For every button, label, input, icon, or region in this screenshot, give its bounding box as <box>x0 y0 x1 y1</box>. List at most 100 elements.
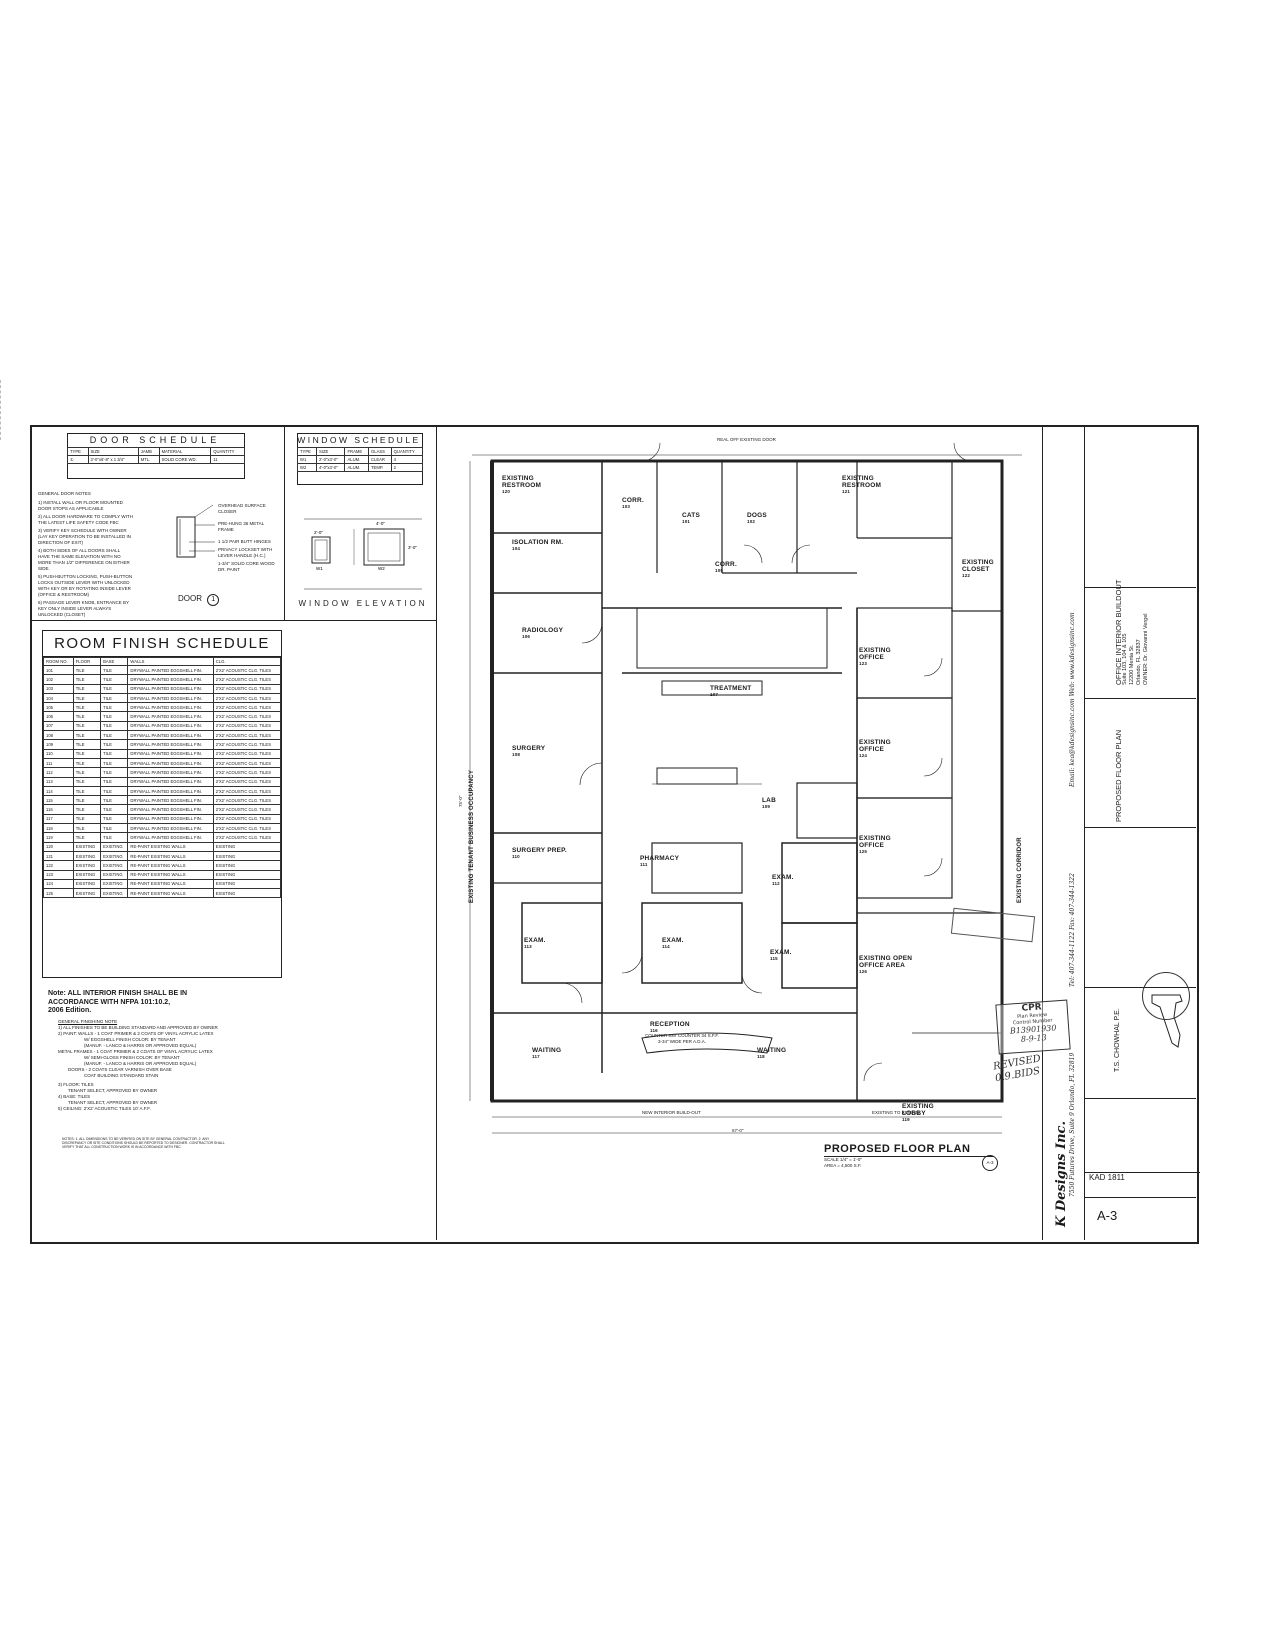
project-street: 12200 Menta St. <box>1129 644 1135 685</box>
cell: 2'X2' ACOUSTIC CLG. TILES <box>212 664 282 676</box>
cell: DRYWALL PAINTED EGGSHELL FIN. <box>127 664 214 676</box>
header-cell: QUANTITY <box>210 447 245 456</box>
cell: SOLID CORE WD. <box>158 455 212 464</box>
note-item: 3) FLOOR: TILES <box>58 1082 94 1087</box>
title-block: KAD 1811 A-3 <box>1084 427 1200 1240</box>
cell: RE-PAINT EXISTING WALLS <box>127 850 214 862</box>
room-label: EXAM.114 <box>662 937 684 950</box>
door-number-tag: 1 <box>207 594 220 606</box>
cell: 2 <box>390 463 424 472</box>
cell: TILE <box>100 674 129 685</box>
cell: 2'X2' ACOUSTIC CLG. TILES <box>212 804 282 815</box>
project-box <box>1085 587 1196 699</box>
room-number: 119 <box>902 1117 910 1122</box>
cell: DRYWALL PAINTED EGGSHELL FIN. <box>127 757 214 769</box>
room-name: EXISTING LOBBY <box>902 1103 934 1117</box>
cell: 112 <box>43 767 74 778</box>
table-row: ① 3'-0"x6'-8" x 1 3/4" MTL. SOLID CORE W… <box>67 455 245 464</box>
cell: EXISTING <box>100 878 129 890</box>
room-number: 115 <box>770 956 778 961</box>
plan-scale: SCALE 1/4" = 1'-0" <box>824 1157 862 1162</box>
cell: 107 <box>43 720 74 732</box>
note-line: ACCORDANCE WITH NFPA 101:10.2, <box>48 998 171 1006</box>
room-name: EXISTING RESTROOM <box>502 475 542 489</box>
notes-title: GENERAL FINISHING NOTE <box>58 1019 118 1024</box>
room-name: EXAM. <box>524 937 546 944</box>
cell: 118 <box>43 823 74 834</box>
note-item: 1) INSTALL WALL OR FLOOR MOUNTED DOOR ST… <box>38 500 123 511</box>
cell: RE-PAINT EXISTING WALLS <box>127 860 214 871</box>
callout: PRE-HUNG 36 METAL FRAME <box>218 521 265 532</box>
cell: 2'X2' ACOUSTIC CLG. TILES <box>212 702 282 713</box>
door-detail-drawing <box>176 504 215 558</box>
room-name: EXAM. <box>770 949 792 956</box>
room-name: EXAM. <box>772 874 794 881</box>
cell: TILE <box>72 795 102 806</box>
cell: 121 <box>43 850 74 862</box>
cell: TILE <box>72 711 102 722</box>
plan-title: PROPOSED FLOOR PLAN <box>824 1143 994 1157</box>
room-name: RADIOLOGY <box>522 627 564 634</box>
cell: TILE <box>72 767 102 778</box>
room-name: CORR. <box>622 497 644 504</box>
sheet-number-box: A-3 <box>1085 1197 1196 1238</box>
cell: TILE <box>100 823 129 834</box>
cell: EXISTING <box>212 878 282 890</box>
cell: DRYWALL PAINTED EGGSHELL FIN. <box>127 683 214 694</box>
cell: 2'X2' ACOUSTIC CLG. TILES <box>212 767 282 778</box>
room-label: EXAM.115 <box>770 949 792 962</box>
header-cell: TYPE <box>67 447 89 456</box>
cell: DRYWALL PAINTED EGGSHELL FIN. <box>127 804 214 815</box>
room-number: 106 <box>522 634 531 639</box>
door-detail-label: DOOR 1 <box>178 594 220 606</box>
window-schedule-panel <box>284 427 437 621</box>
cell: 105 <box>43 702 74 713</box>
cell: EXISTING <box>100 888 129 899</box>
cell: DRYWALL PAINTED EGGSHELL FIN. <box>127 674 214 685</box>
cell: EXISTING <box>100 850 129 862</box>
counter-note: COUNTER 8x8' COUNTER 34 S.F.F. 3-34" WID… <box>645 1033 719 1044</box>
cell: 101 <box>43 664 74 676</box>
cell: CLEAR <box>367 455 392 464</box>
note-item: 1) ALL FINISHES TO BE BUILDING STANDARD … <box>58 1025 218 1030</box>
callout: 1-3/4" SOLID CORE WOOD DR. PAINT <box>218 561 275 572</box>
cell: DRYWALL PAINTED EGGSHELL FIN. <box>127 720 214 732</box>
cell: DRYWALL PAINTED EGGSHELL FIN. <box>127 795 214 806</box>
cell: TILE <box>100 692 129 704</box>
plan-title-block: PROPOSED FLOOR PLAN SCALE 1/4" = 1'-0" A… <box>824 1143 994 1169</box>
note-item: 4) BASE: TILES <box>58 1094 91 1099</box>
cell: DRYWALL PAINTED EGGSHELL FIN. <box>127 823 214 834</box>
plan-review-stamp: CPR Plan Review Control Number B13901930… <box>995 999 1071 1055</box>
room-name: CATS <box>682 512 701 519</box>
cell: RE-PAINT EXISTING WALLS <box>127 869 214 880</box>
cell: 106 <box>43 711 74 722</box>
cell: 114 <box>43 785 74 797</box>
cell: 2'X2' ACOUSTIC CLG. TILES <box>212 813 282 825</box>
cell: TILE <box>100 720 129 732</box>
cell: 2'X2' ACOUSTIC CLG. TILES <box>212 683 282 694</box>
room-number: 123 <box>859 661 868 666</box>
room-number: 108 <box>512 752 521 757</box>
room-number: 126 <box>859 969 868 974</box>
callout: 1 1/2 PAIR BUTT HINGES <box>218 539 271 544</box>
cell: 109 <box>43 739 74 750</box>
room-finish-title: ROOM FINISH SCHEDULE <box>43 631 281 657</box>
cell: TILE <box>100 767 129 778</box>
cell: EXISTING <box>72 888 102 899</box>
cell: TILE <box>72 664 102 676</box>
cell: 2'X2' ACOUSTIC CLG. TILES <box>212 711 282 722</box>
header-cell: BASE <box>100 657 129 666</box>
cell: 115 <box>43 795 74 806</box>
cell: EXISTING <box>212 850 282 862</box>
window-elevation-drawing: 4'-0" 2'-0" 3'-0" W1 W2 <box>304 518 422 590</box>
